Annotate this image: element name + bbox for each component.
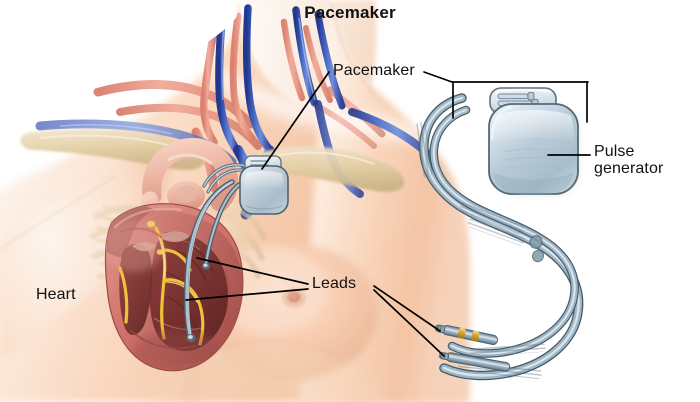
device-bottom-shade: [493, 172, 574, 196]
figure-title: Pacemaker: [304, 3, 396, 22]
enlarged-leads: [415, 93, 584, 381]
nipple: [282, 288, 306, 308]
lead-connector-collars: [529, 235, 544, 263]
heart: [104, 138, 244, 372]
label-pulse-generator-line1: Pulse: [594, 143, 635, 160]
electrode-ring: [471, 330, 480, 342]
leader-pacemaker-to-bracket: [423, 71, 453, 83]
device-gloss-small: [244, 171, 284, 190]
body-contours: [0, 1, 375, 355]
lead-ribbed-sections: [415, 122, 544, 263]
implanted-leads: [183, 179, 243, 342]
heart-highlight: [113, 207, 183, 229]
device-gloss-large: [493, 110, 575, 144]
device-internal-detail: [503, 148, 563, 169]
leader-leads-to-heart-2: [185, 288, 309, 301]
implanted-pacemaker-device: [202, 155, 289, 215]
lead-tip-atrial: [202, 262, 210, 270]
label-heart: Heart: [36, 286, 76, 303]
electrode-ring: [457, 327, 466, 339]
label-leads: Leads: [312, 275, 357, 292]
leader-pacemaker-to-device: [261, 71, 330, 170]
leader-leads-to-heart-1: [196, 257, 309, 285]
label-pacemaker: Pacemaker: [333, 62, 415, 79]
lead-tip-upper: [434, 324, 499, 346]
shoulder-left: [0, 92, 176, 402]
lead-tip-ventricular: [186, 334, 196, 342]
leader-leads-to-tip-2: [373, 289, 445, 357]
heart-section: [105, 203, 243, 371]
label-pulse-generator-line2: generator: [594, 159, 664, 177]
device-lead-exit: [202, 162, 250, 194]
pulse-generator: [488, 87, 579, 196]
enlarged-device-assembly: [415, 87, 584, 381]
callout-leaders: [185, 71, 591, 357]
leader-leads-to-tip-1: [373, 285, 441, 332]
